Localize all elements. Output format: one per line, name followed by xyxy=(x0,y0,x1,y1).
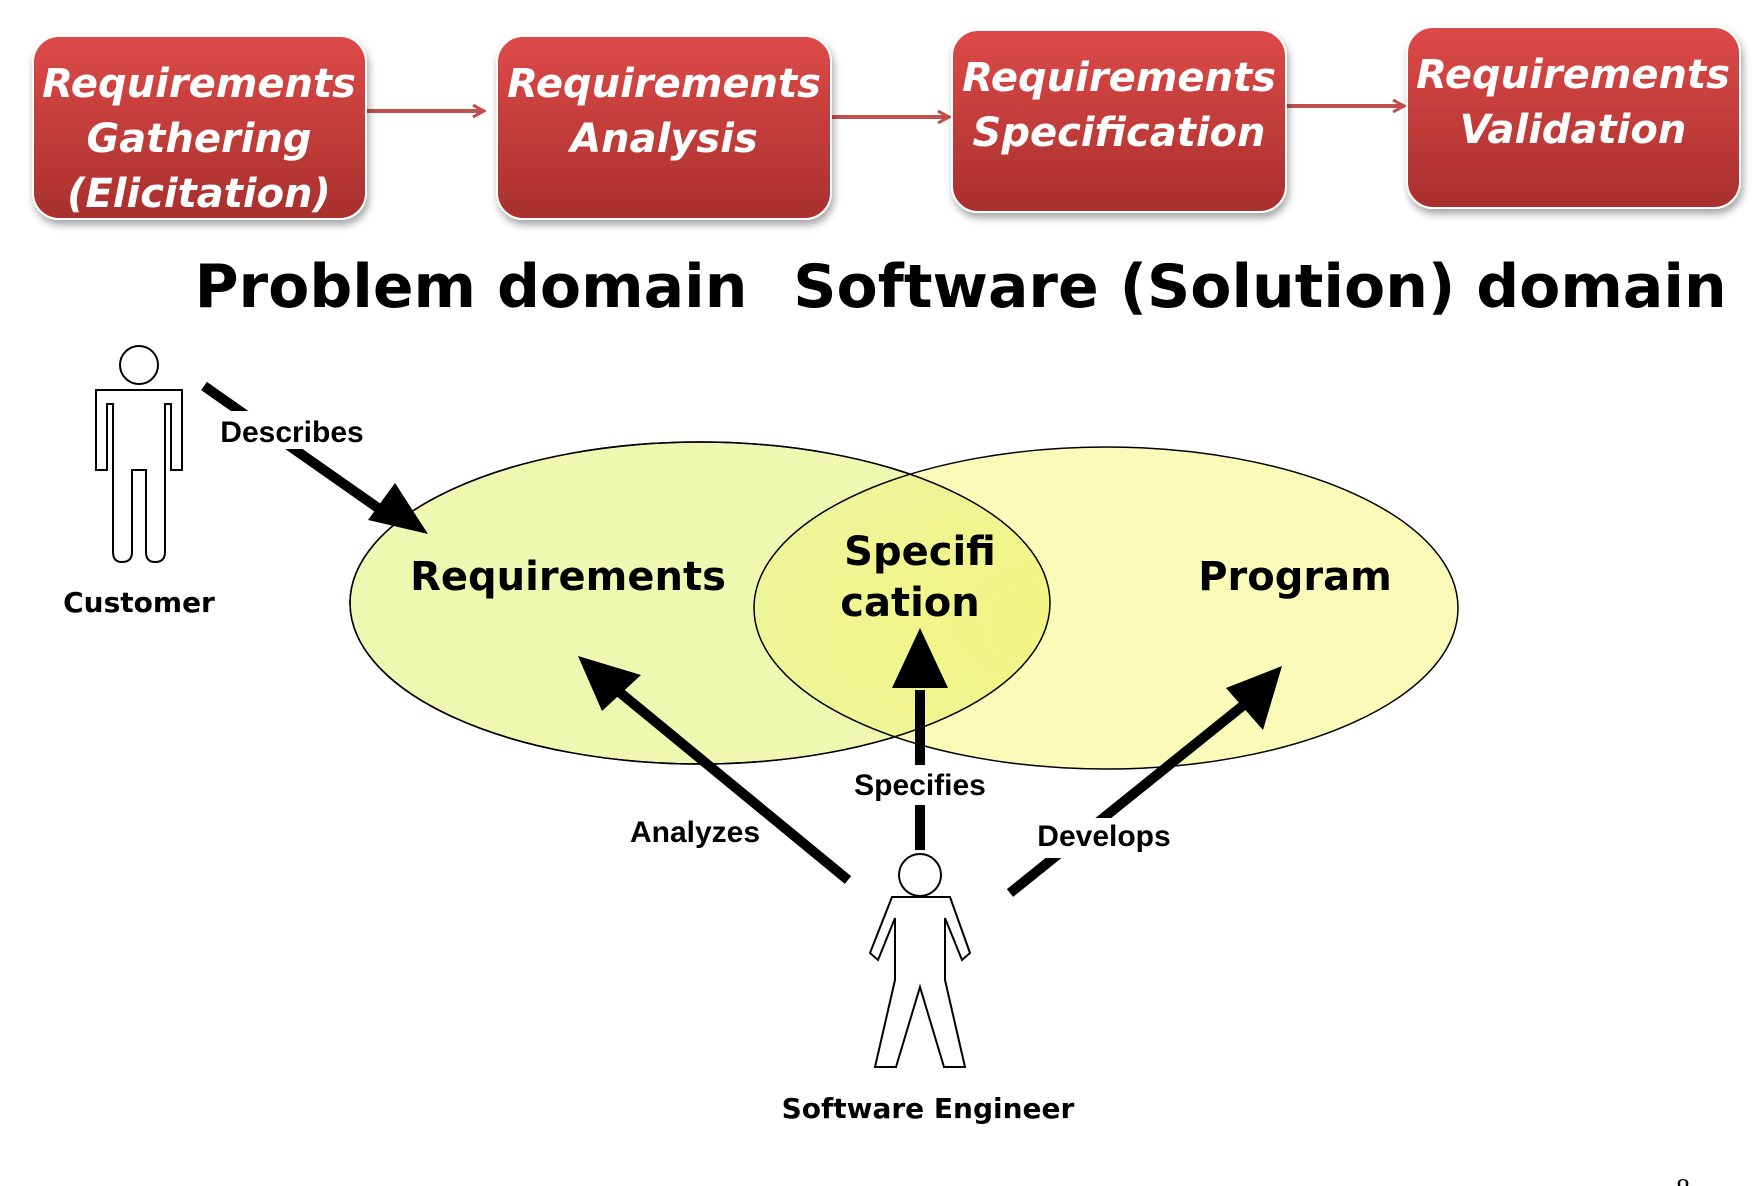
step-label-line: Requirements xyxy=(507,61,821,107)
relationships: Describes Analyzes Specifies Develops xyxy=(201,381,1282,897)
step-requirements-analysis: Requirements Analysis xyxy=(496,35,832,220)
step-box xyxy=(1406,26,1741,209)
describes-arrowhead-icon xyxy=(368,483,428,534)
develops-arrow xyxy=(1006,666,1282,897)
step-requirements-validation: Requirements Validation xyxy=(1406,26,1741,209)
analyzes-arrowhead-icon xyxy=(578,656,641,711)
engineer-label: Software Engineer xyxy=(782,1092,1075,1125)
step-box xyxy=(32,35,367,220)
specifies-label: Specifies xyxy=(854,769,986,802)
process-flow: Requirements Gathering (Elicitation) Req… xyxy=(32,26,1741,220)
customer-figure-icon xyxy=(95,345,183,564)
engineer-figure-icon xyxy=(868,853,972,1068)
develops-label: Develops xyxy=(1037,820,1170,853)
develops-arrowhead-icon xyxy=(1226,666,1282,730)
analyzes-arrow xyxy=(578,656,852,884)
step-label-line: Analysis xyxy=(567,116,758,162)
describes-label: Describes xyxy=(220,416,363,449)
customer-label: Customer xyxy=(63,586,215,619)
analyzes-label: Analyzes xyxy=(630,816,760,849)
specification-label-line2: cation xyxy=(840,580,980,626)
step-label-line: Requirements xyxy=(42,61,356,107)
problem-domain-heading: Problem domain xyxy=(195,252,748,322)
program-ellipse-outline xyxy=(753,446,1459,770)
engineer-actor: Software Engineer xyxy=(782,853,1075,1125)
specifies-arrowhead-icon xyxy=(892,628,948,688)
step-label-line: Specification xyxy=(973,110,1266,156)
specification-label-line1: Specifi xyxy=(844,529,996,575)
step-label-line: Requirements xyxy=(962,55,1276,101)
step-label-line: Validation xyxy=(1460,107,1687,153)
step-label-line: Requirements xyxy=(1416,52,1730,98)
step-label-line: Gathering xyxy=(86,116,311,162)
step-label-line: (Elicitation) xyxy=(67,171,331,217)
step-requirements-gathering: Requirements Gathering (Elicitation) xyxy=(32,35,367,220)
customer-actor: Customer xyxy=(63,345,215,619)
solution-domain-heading: Software (Solution) domain xyxy=(793,252,1726,322)
page-number: 8 xyxy=(1676,1174,1690,1186)
specification-overlap xyxy=(754,447,1050,764)
step-box xyxy=(496,35,832,220)
describes-arrow xyxy=(201,381,428,534)
venn-diagram: Requirements Specifi cation Program xyxy=(349,441,1459,770)
requirements-label: Requirements xyxy=(410,554,726,600)
program-label: Program xyxy=(1198,554,1392,600)
step-requirements-specification: Requirements Specification xyxy=(951,29,1287,213)
step-box xyxy=(951,29,1287,213)
